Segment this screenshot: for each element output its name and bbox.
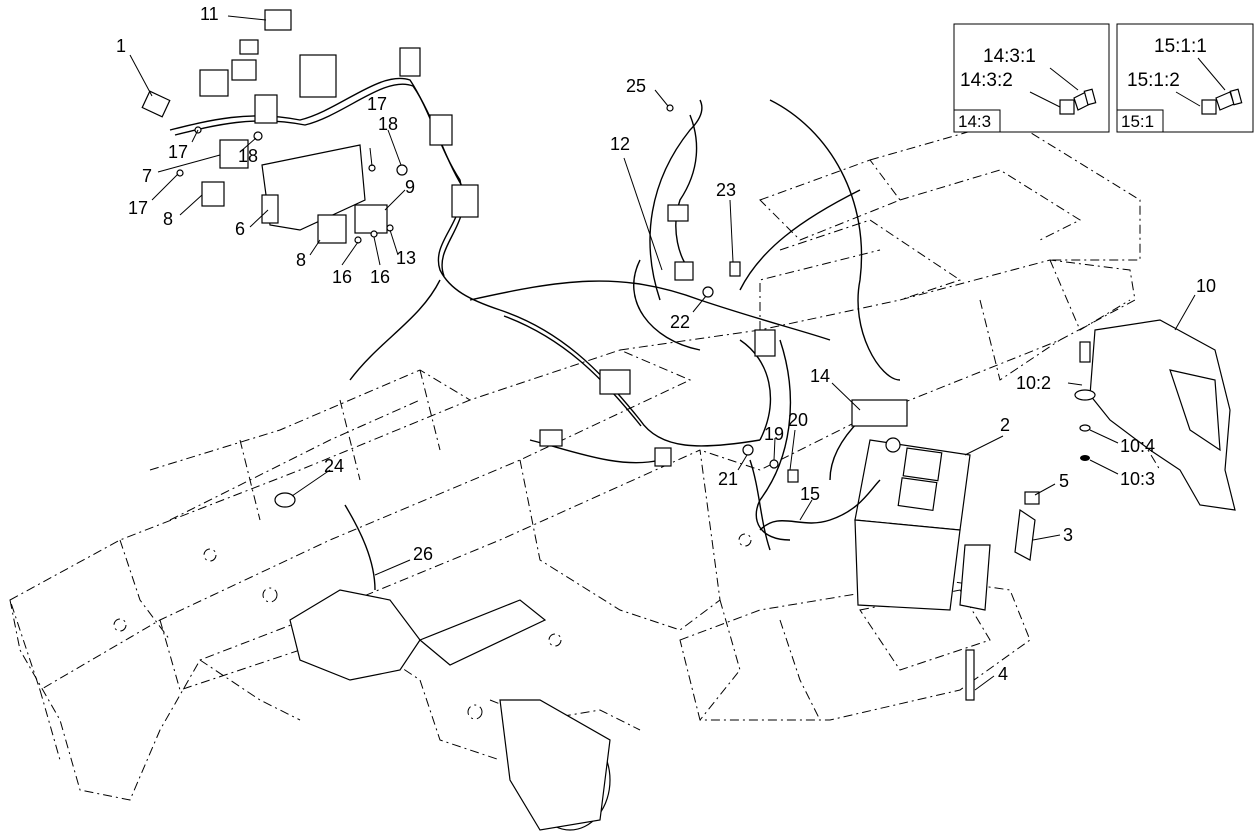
relay-8a (201, 181, 225, 207)
callout-7: 7 (142, 166, 152, 186)
callout-12: 12 (610, 134, 630, 154)
callout-17: 17 (128, 198, 148, 218)
callout-20: 20 (788, 410, 808, 430)
inset-15-1: 15:1 15:1:1 15:1:2 (1116, 23, 1254, 133)
battery-2 (854, 437, 971, 611)
callout-17: 17 (168, 142, 188, 162)
callout-23: 23 (716, 180, 736, 200)
callout-18: 18 (378, 114, 398, 134)
inset-tag: 15:1 (1121, 112, 1154, 131)
callout-5: 5 (1059, 471, 1069, 491)
connector-11 (239, 9, 292, 55)
wiring-harness (141, 47, 901, 541)
battery-cables (742, 399, 908, 551)
inset-tag: 14:3 (958, 112, 991, 131)
chassis-frame (9, 119, 1161, 801)
propshaft (289, 589, 611, 831)
battery-cover-10 (1074, 319, 1236, 511)
callout-1: 1 (116, 36, 126, 56)
callout-26: 26 (413, 544, 433, 564)
callout-16: 16 (370, 267, 390, 287)
battery-cable-12 (633, 104, 741, 351)
callout-25: 25 (626, 76, 646, 96)
fuse-block-9 (354, 204, 388, 234)
callout-24: 24 (324, 456, 344, 476)
callout-8: 8 (163, 209, 173, 229)
callout-22: 22 (670, 312, 690, 332)
callout-10-3: 10:3 (1120, 469, 1155, 489)
inset-label: 14:3:2 (960, 70, 1013, 91)
callout-3: 3 (1063, 525, 1073, 545)
inset-label: 15:1:2 (1127, 70, 1180, 91)
callout-4: 4 (998, 664, 1008, 684)
inset-label: 14:3:1 (983, 46, 1036, 67)
callout-17: 17 (367, 94, 387, 114)
relay-bracket (261, 144, 366, 231)
callout-14: 14 (810, 366, 830, 386)
relay-8b (317, 214, 347, 244)
callout-18: 18 (238, 146, 258, 166)
relay-7 (219, 139, 249, 169)
callout-9: 9 (405, 177, 415, 197)
callout-19: 19 (764, 424, 784, 444)
callout-10: 10 (1196, 276, 1216, 296)
inset-14-3: 14:3 14:3:1 14:3:2 (953, 23, 1110, 133)
callout-10-2: 10:2 (1016, 373, 1051, 393)
grommet-24 (274, 492, 296, 508)
callout-labels: 11 1 17 18 17 17 18 7 17 8 6 9 8 16 16 1… (116, 4, 1216, 684)
strap-26 (344, 504, 376, 591)
callout-15: 15 (800, 484, 820, 504)
callout-13: 13 (396, 248, 416, 268)
callout-6: 6 (235, 219, 245, 239)
leader-lines (129, 15, 1196, 691)
callout-10-4: 10:4 (1120, 436, 1155, 456)
callout-11: 11 (200, 4, 219, 24)
callout-2: 2 (1000, 415, 1010, 435)
inset-label: 15:1:1 (1154, 36, 1207, 57)
callout-21: 21 (718, 469, 738, 489)
callout-16: 16 (332, 267, 352, 287)
callout-8: 8 (296, 250, 306, 270)
